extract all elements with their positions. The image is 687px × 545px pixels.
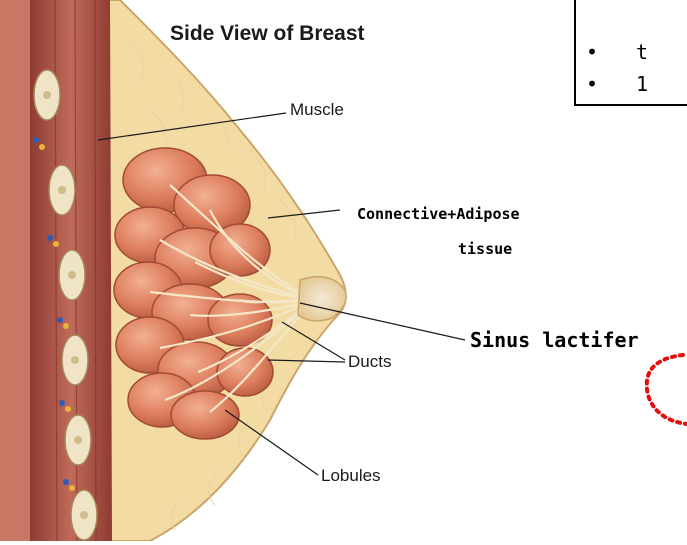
bullet-1: • (586, 40, 598, 64)
info-box: • t • 1 (574, 0, 687, 106)
connective-tissue-label: tissue (458, 240, 512, 258)
info-line-2: 1 (636, 72, 648, 96)
sinus-lactifer-label: Sinus lactifer (470, 328, 639, 352)
diagram-title: Side View of Breast (170, 22, 365, 46)
info-line-1: t (636, 40, 648, 64)
bullet-2: • (586, 72, 598, 96)
connective-adipose-label: Connective+Adipose (357, 205, 520, 223)
chest-wall (0, 0, 30, 541)
lobules-label: Lobules (321, 466, 381, 486)
annotation-circle (647, 355, 687, 424)
muscle-label: Muscle (290, 100, 344, 120)
ducts-label: Ducts (348, 352, 391, 372)
